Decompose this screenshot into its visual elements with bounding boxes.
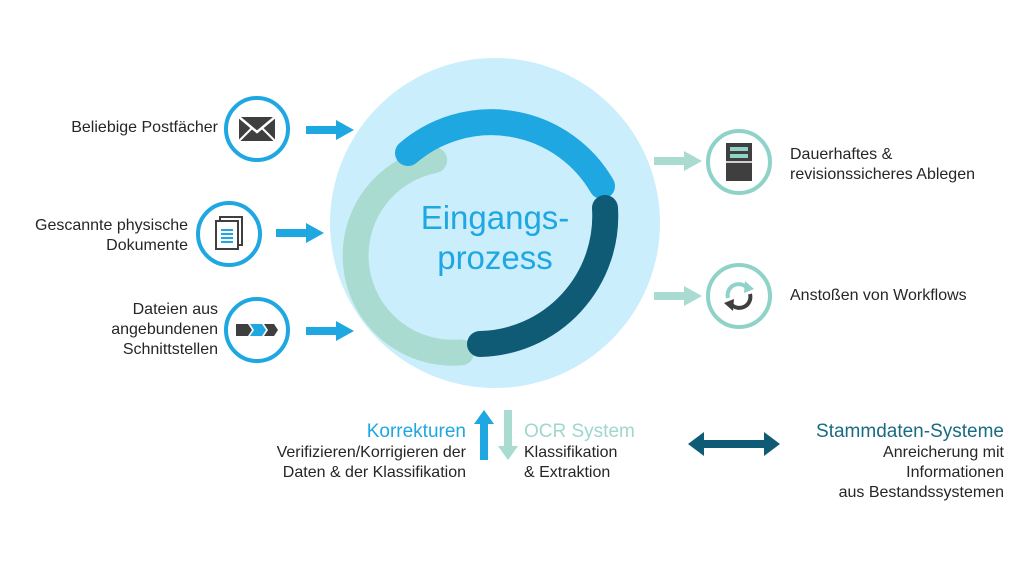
korrekturen-up-arrow [474, 410, 494, 460]
ring-segment-dark [467, 195, 619, 357]
stammdaten-line3: aus Bestandssystemen [838, 484, 1004, 501]
korrekturen-block: Korrekturen Verifizieren/Korrigieren der… [240, 421, 466, 483]
ring-segment-blue [395, 109, 615, 199]
input-label-dokumente-line2: Dokumente [106, 237, 188, 254]
input-arrow-2 [276, 223, 324, 243]
input-label-schnittstellen-line2: angebundenen [111, 321, 218, 338]
output-label-ablegen-line1: Dauerhaftes & [790, 146, 893, 163]
document-stack-icon [215, 216, 243, 250]
center-title: Eingangs- prozess [395, 198, 595, 278]
output-label-workflows: Anstoßen von Workflows [790, 287, 967, 304]
center-title-line2: prozess [437, 239, 553, 276]
output-label-ablegen-line2: revisionssicheres Ablegen [790, 166, 975, 183]
stammdaten-line2: Informationen [906, 464, 1004, 481]
archive-icon [726, 143, 752, 181]
stammdaten-double-arrow [688, 432, 780, 456]
ocr-title: OCR System [524, 421, 635, 442]
input-label-schnittstellen: Dateien aus angebundenen Schnittstellen [20, 300, 218, 360]
output-arrow-1 [654, 151, 702, 171]
refresh-cycle-icon [724, 281, 754, 311]
korrekturen-title: Korrekturen [366, 421, 466, 442]
output-circle-ablegen [706, 129, 772, 195]
stammdaten-line1: Anreicherung mit [883, 444, 1004, 461]
output-arrow-2 [654, 286, 702, 306]
ocr-down-arrow [498, 410, 518, 460]
input-label-dokumente-line1: Gescannte physische [35, 217, 188, 234]
ocr-line1: Klassifikation [524, 444, 618, 461]
stammdaten-title: Stammdaten-Systeme [816, 421, 1004, 442]
korrekturen-line1: Verifizieren/Korrigieren der [276, 444, 466, 461]
ring-segment-teal [342, 147, 475, 366]
stammdaten-block: Stammdaten-Systeme Anreicherung mit Info… [790, 421, 1004, 503]
input-label-schnittstellen-line1: Dateien aus [132, 301, 218, 318]
input-arrow-1 [306, 120, 354, 140]
process-ring-diagram [330, 58, 660, 388]
input-arrow-3 [306, 321, 354, 341]
input-circle-schnittstellen [224, 297, 290, 363]
output-label-ablegen: Dauerhaftes & revisionssicheres Ablegen [790, 145, 1010, 185]
center-title-line1: Eingangs- [420, 199, 570, 236]
input-circle-dokumente [196, 201, 262, 267]
korrekturen-line2: Daten & der Klassifikation [282, 464, 466, 481]
input-label-postfaecher: Beliebige Postfächer [71, 119, 218, 136]
envelope-icon [238, 116, 276, 142]
input-circle-postfaecher [224, 96, 290, 162]
ocr-block: OCR System Klassifikation & Extraktion [524, 421, 684, 483]
input-label-schnittstellen-line3: Schnittstellen [122, 341, 218, 358]
ocr-line2: & Extraktion [524, 464, 611, 481]
interface-chevrons-icon [236, 324, 278, 336]
output-circle-workflows [706, 263, 772, 329]
input-label-dokumente: Gescannte physische Dokumente [10, 216, 188, 256]
